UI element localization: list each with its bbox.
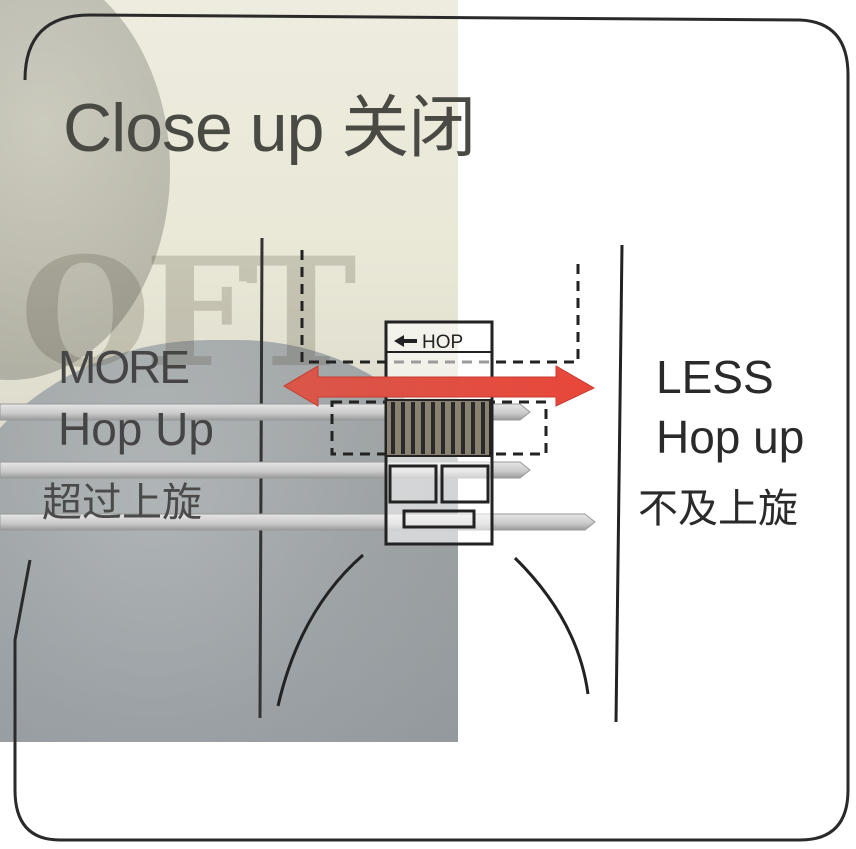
right-divider-line: [614, 244, 624, 723]
less-label: LESS: [656, 351, 774, 403]
more-label: MORE: [58, 341, 190, 393]
outer-frame: [13, 13, 850, 842]
page-title: Close up 关闭: [63, 90, 476, 166]
hop-unit-cell-left: [388, 464, 438, 504]
less-hop-up-chinese-label: 不及上旋: [638, 486, 798, 532]
hop-tag-label: HOP: [422, 332, 463, 353]
more-hop-up-chinese-label: 超过上旋: [42, 480, 202, 526]
adjust-double-arrow-icon: [283, 365, 596, 407]
less-hop-up-label: Hop up: [656, 411, 805, 463]
right-arc: [513, 556, 590, 695]
hop-direction-arrow-icon: [394, 335, 417, 347]
more-hop-up-label: Hop Up: [58, 403, 214, 455]
hop-unit-slot: [402, 509, 476, 529]
bucking-ribs: [385, 399, 491, 457]
left-arc: [276, 553, 364, 707]
dashed-chamber-outline: [300, 250, 580, 364]
hop-unit-cell-right: [440, 464, 490, 504]
